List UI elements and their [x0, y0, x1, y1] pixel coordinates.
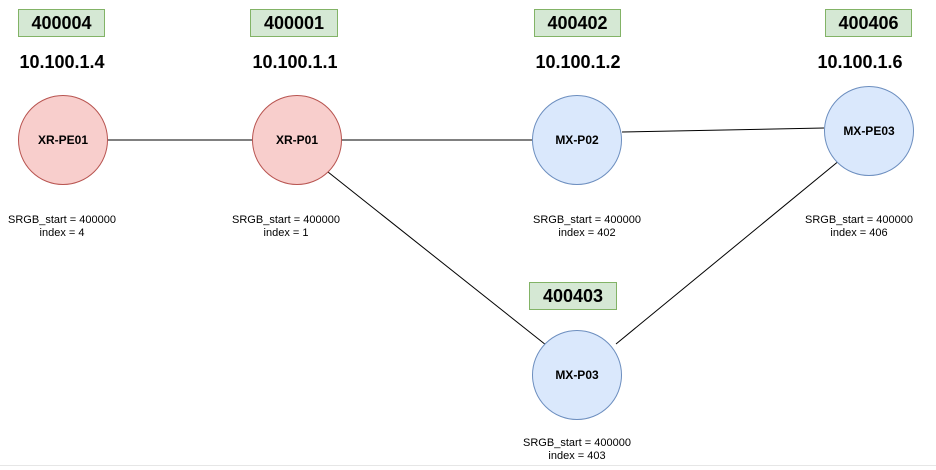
ip-label-xr-p01: 10.100.1.1	[252, 52, 338, 72]
srgb-label: SRGB_start = 400000	[523, 437, 631, 449]
index-label: index = 402	[558, 227, 616, 239]
info-mx-pe03: SRGB_start = 400000 index = 406	[779, 214, 936, 240]
ip-label-mx-p02: 10.100.1.2	[535, 52, 621, 72]
info-mx-p02: SRGB_start = 400000 index = 402	[507, 214, 667, 240]
sid-label-xr-pe01: 400004	[18, 9, 105, 37]
ip-label-xr-pe01: 10.100.1.4	[19, 52, 105, 72]
ip-label-mx-pe03: 10.100.1.6	[817, 52, 903, 72]
index-label: index = 1	[263, 227, 309, 239]
link-xr-p01-mx-p03	[327, 171, 547, 346]
index-label: index = 406	[830, 227, 888, 239]
node-mx-pe03[interactable]: MX-PE03	[824, 86, 914, 176]
index-label: index = 403	[548, 450, 606, 462]
bottom-divider	[0, 465, 936, 466]
node-xr-p01[interactable]: XR-P01	[252, 95, 342, 185]
link-mx-p03-mx-pe03	[615, 159, 841, 345]
srgb-label: SRGB_start = 400000	[232, 214, 340, 226]
srgb-label: SRGB_start = 400000	[8, 214, 116, 226]
srgb-label: SRGB_start = 400000	[533, 214, 641, 226]
sid-label-mx-pe03: 400406	[825, 9, 912, 37]
info-xr-p01: SRGB_start = 400000 index = 1	[206, 214, 366, 240]
node-xr-pe01[interactable]: XR-PE01	[18, 95, 108, 185]
info-xr-pe01: SRGB_start = 400000 index = 4	[0, 214, 142, 240]
sid-label-mx-p02: 400402	[534, 9, 621, 37]
sid-label-xr-p01: 400001	[250, 9, 338, 37]
link-mx-p02-mx-pe03	[621, 127, 825, 133]
sid-label-mx-p03: 400403	[529, 282, 617, 310]
info-mx-p03: SRGB_start = 400000 index = 403	[497, 437, 657, 463]
node-mx-p02[interactable]: MX-P02	[532, 95, 622, 185]
index-label: index = 4	[39, 227, 85, 239]
node-mx-p03[interactable]: MX-P03	[532, 330, 622, 420]
srgb-label: SRGB_start = 400000	[805, 214, 913, 226]
